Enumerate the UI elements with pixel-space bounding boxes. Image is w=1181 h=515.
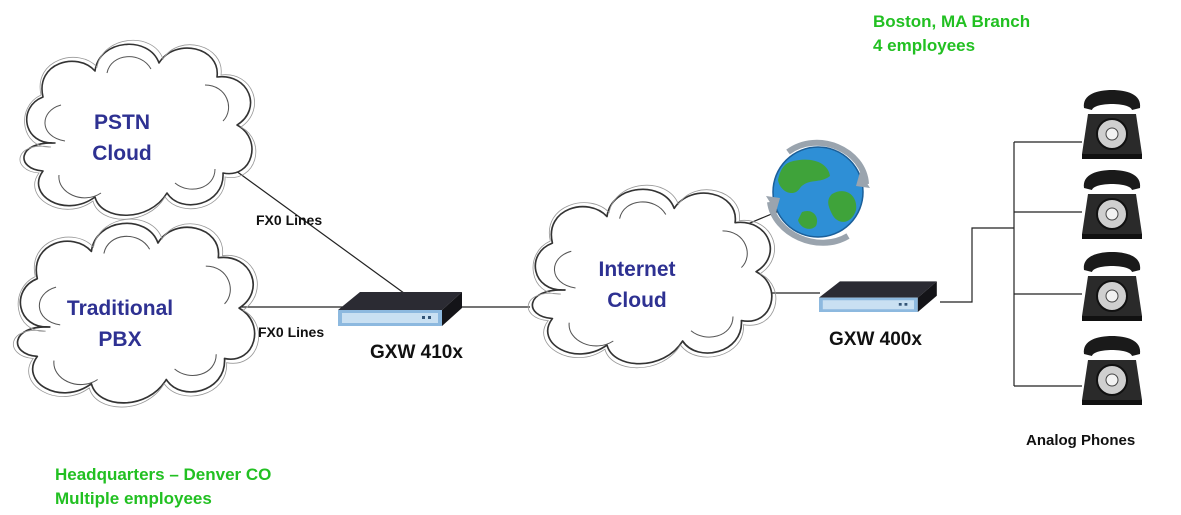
fxo-lines-upper-label: FX0 Lines bbox=[256, 212, 323, 228]
pstn-cloud-line2: Cloud bbox=[92, 142, 152, 165]
telephone-icon bbox=[1081, 169, 1143, 240]
pbx-cloud-line1: Traditional bbox=[66, 297, 174, 320]
telephone-icon bbox=[1081, 89, 1143, 160]
internet-cloud-line1: Internet bbox=[598, 258, 676, 281]
phone-bus-lines bbox=[940, 141, 1082, 387]
pbx-cloud-line2: PBX bbox=[98, 328, 142, 351]
telephone-icon bbox=[1081, 335, 1143, 406]
gateway-400-router-icon bbox=[819, 281, 937, 312]
pbx-cloud-label: Traditional PBX bbox=[50, 293, 190, 355]
internet-cloud-label: Internet Cloud bbox=[575, 254, 699, 316]
analog-phones-label: Analog Phones bbox=[1026, 432, 1136, 449]
pstn-cloud-line1: PSTN bbox=[93, 111, 150, 134]
link-pstn-to-gateway bbox=[231, 167, 409, 297]
pstn-cloud-label: PSTN Cloud bbox=[60, 107, 184, 169]
branch-title: Boston, MA Branch bbox=[873, 12, 1031, 31]
gateway-410-router-icon bbox=[338, 292, 462, 326]
telephone-icon bbox=[1081, 251, 1143, 322]
fxo-lines-lower-label: FX0 Lines bbox=[258, 324, 325, 340]
globe-icon bbox=[766, 139, 870, 246]
headquarters-employees: Multiple employees bbox=[55, 489, 212, 508]
gateway-410-label: GXW 410x bbox=[370, 342, 463, 363]
internet-cloud-line2: Cloud bbox=[607, 289, 667, 312]
branch-employees: 4 employees bbox=[873, 36, 976, 55]
headquarters-location-label: Headquarters – Denver CO Multiple employ… bbox=[55, 463, 271, 511]
branch-location-label: Boston, MA Branch 4 employees bbox=[873, 10, 1030, 58]
headquarters-title: Headquarters – Denver CO bbox=[55, 465, 272, 484]
gateway-400-label: GXW 400x bbox=[829, 329, 922, 350]
